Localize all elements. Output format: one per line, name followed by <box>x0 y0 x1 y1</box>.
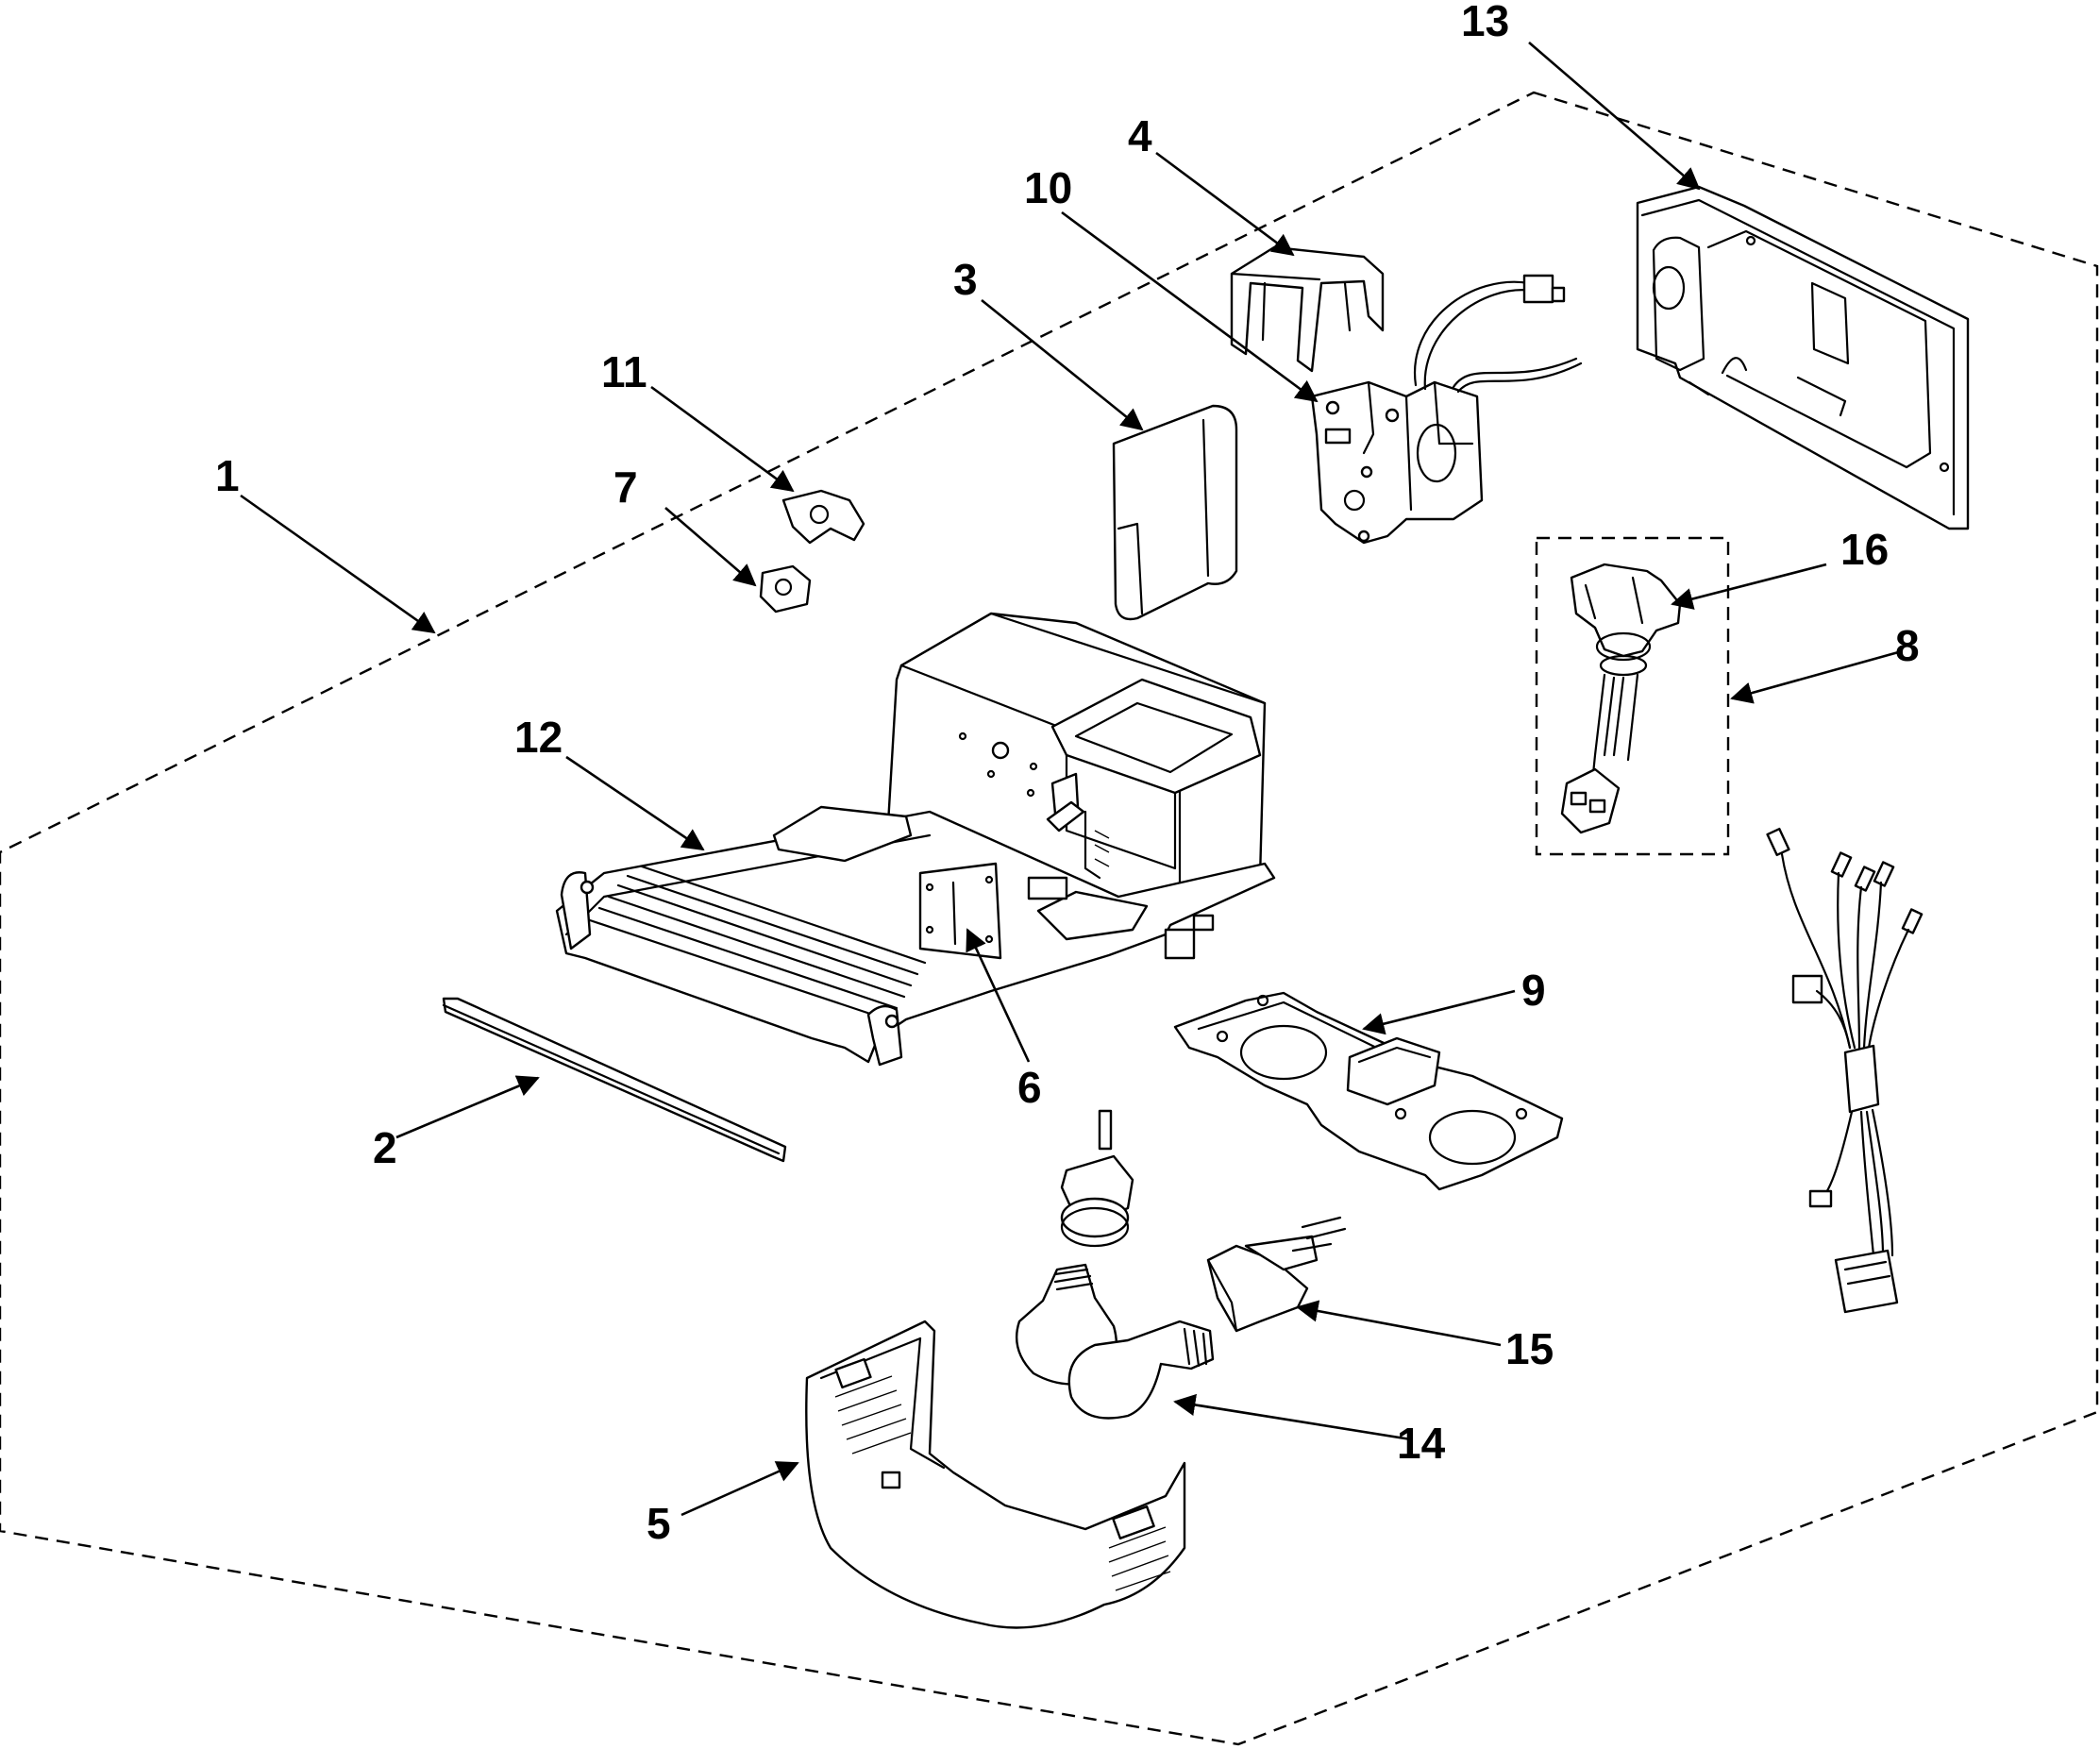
part-10-motor <box>1310 274 1583 545</box>
part-13-housing <box>1636 185 1970 530</box>
callout-13: 13 <box>1461 0 1509 45</box>
part-9-plate <box>1173 991 1564 1191</box>
callout-15: 15 <box>1505 1324 1554 1373</box>
callout-16: 16 <box>1840 525 1889 574</box>
part-4-bracket <box>1230 245 1385 373</box>
callout-labels: 1 2 3 4 5 6 7 8 9 10 11 12 13 14 15 16 <box>215 0 1920 1548</box>
callout-8: 8 <box>1895 621 1920 670</box>
part-15-lamp-socket <box>1206 1216 1347 1333</box>
callout-6: 6 <box>1017 1063 1042 1112</box>
callout-5: 5 <box>647 1499 671 1548</box>
part-6-plate <box>918 862 1002 960</box>
part-5-lamp-cover <box>805 1320 1186 1629</box>
part-12-base-frame <box>555 612 1276 1067</box>
part-16-socket <box>1560 563 1682 834</box>
wire-harness <box>1766 827 1924 1314</box>
sub-assembly-8-box <box>1535 536 1730 856</box>
callout-12: 12 <box>514 713 563 762</box>
leader-lines <box>240 42 1903 1517</box>
part-2-strip <box>442 997 787 1163</box>
thermostat-knob <box>1060 1109 1134 1248</box>
assembly-boundary <box>0 91 2099 1746</box>
callout-10: 10 <box>1024 163 1072 212</box>
part-3-panel <box>1112 404 1238 621</box>
callout-9: 9 <box>1521 966 1546 1015</box>
callout-11: 11 <box>601 347 647 396</box>
part-14-bulbs <box>1015 1263 1215 1420</box>
part-11-clip <box>781 489 865 545</box>
callout-3: 3 <box>953 255 978 304</box>
part-7-washer <box>759 564 812 614</box>
callout-14: 14 <box>1397 1419 1446 1468</box>
callout-1: 1 <box>215 451 240 500</box>
callout-2: 2 <box>373 1123 397 1172</box>
callout-4: 4 <box>1128 111 1152 160</box>
callout-7: 7 <box>613 462 638 512</box>
